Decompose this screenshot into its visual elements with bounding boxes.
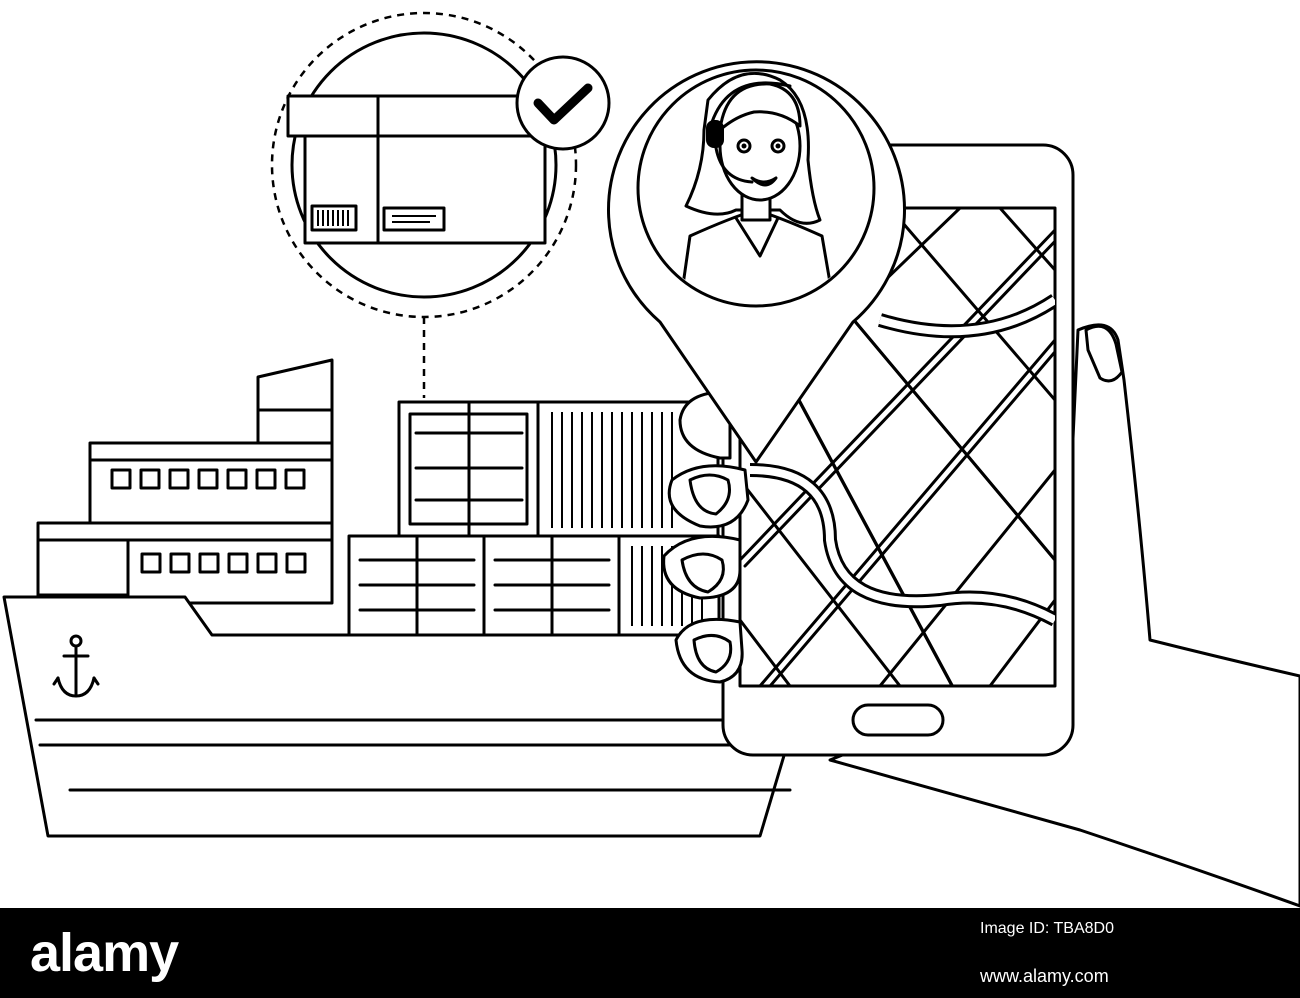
box-bubble	[270, 11, 611, 398]
operator-icon	[678, 72, 836, 304]
fingers	[662, 390, 750, 684]
brand-logo: alamy	[30, 923, 179, 983]
anchor-icon	[52, 634, 100, 698]
site-url: www.alamy.com	[980, 966, 1109, 986]
container-icon	[347, 400, 721, 637]
ship-windows-upper	[110, 468, 306, 490]
check-icon	[515, 55, 611, 151]
image-id-label: Image ID: TBA8D0	[980, 920, 1114, 937]
box-icon	[286, 94, 562, 245]
location-pin-icon	[607, 60, 906, 464]
ship-icon	[2, 358, 822, 838]
illustration	[2, 11, 1300, 908]
footer-bar: alamy Image ID: TBA8D0 www.alamy.com	[0, 908, 1300, 998]
ship-windows-lower	[140, 552, 307, 574]
